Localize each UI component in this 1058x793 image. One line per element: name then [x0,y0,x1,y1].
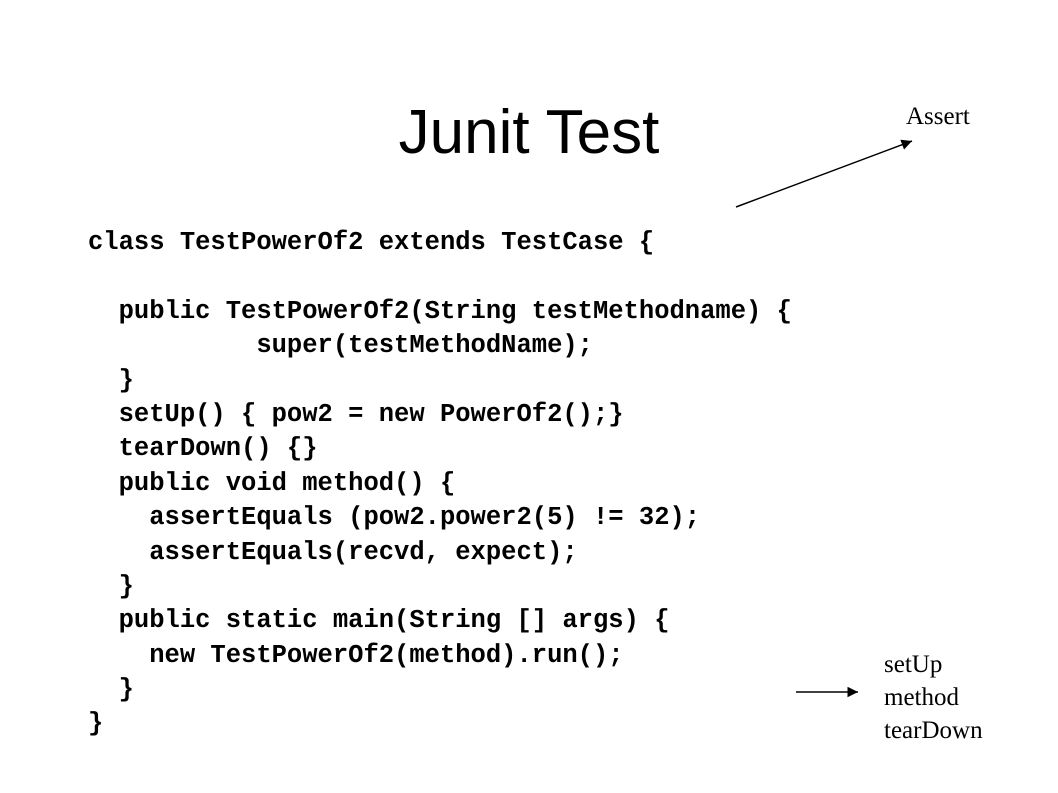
code-line: setUp() { pow2 = new PowerOf2();} [88,399,624,429]
code-line: } [88,365,134,395]
code-line: tearDown() {} [88,434,318,464]
code-block: class TestPowerOf2 extends TestCase { pu… [88,226,792,742]
code-line: class TestPowerOf2 extends TestCase { [88,228,655,257]
code-line: super(testMethodName); [88,331,593,361]
code-line: assertEquals(recvd, expect); [88,537,578,567]
code-line: public TestPowerOf2(String testMethodnam… [88,296,792,326]
sequence-item-method: method [884,684,959,711]
slide-title: Junit Test [398,98,660,167]
assert-annotation: Assert [906,103,970,130]
call-sequence-annotation: setUp method tearDown [884,648,983,747]
code-line: public void method() { [88,468,456,498]
code-line: } [88,675,134,705]
code-line [88,260,792,294]
sequence-item-setup: setUp [884,651,943,678]
code-line: public static main(String [] args) { [88,606,670,636]
sequence-item-teardown: tearDown [884,717,983,744]
code-line: new TestPowerOf2(method).run(); [88,640,624,670]
code-line: assertEquals (pow2.power2(5) != 32); [88,503,701,533]
code-line: } [88,571,134,601]
code-line: } [88,709,104,739]
